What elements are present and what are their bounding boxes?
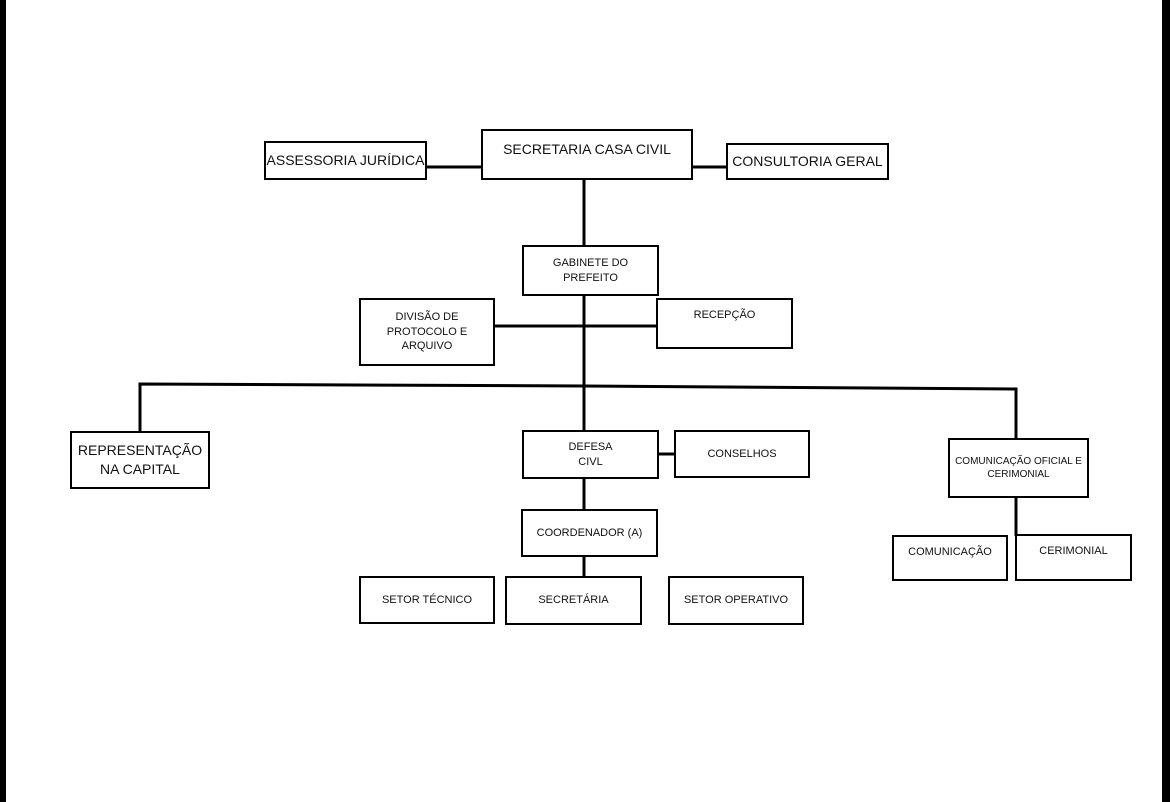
protocolo-box: DIVISÃO DE PROTOCOLO E ARQUIVO	[359, 298, 495, 366]
consultoria-geral-label: CONSULTORIA GERAL	[732, 153, 883, 170]
comunicacao-label: COMUNICAÇÃO	[908, 546, 992, 558]
consultoria-geral-box: CONSULTORIA GERAL	[726, 143, 889, 180]
defesa-civil-label: DEFESA CIVL	[568, 440, 613, 468]
secretaria-setor-label: SECRETÁRIA	[538, 594, 609, 607]
setor-tecnico-box: SETOR TÉCNICO	[359, 576, 495, 624]
cerimonial-label: CERIMONIAL	[1039, 545, 1108, 557]
protocolo-label: DIVISÃO DE PROTOCOLO E ARQUIVO	[386, 310, 468, 353]
representacao-box: REPRESENTAÇÃO NA CAPITAL	[70, 431, 210, 489]
setor-tecnico-label: SETOR TÉCNICO	[381, 593, 473, 606]
comunicacao-oficial-box: COMUNICAÇÃO OFICIAL E CERIMONIAL	[948, 438, 1089, 498]
conselhos-box: CONSELHOS	[674, 430, 810, 478]
comunicacao-box: COMUNICAÇÃO	[892, 535, 1008, 581]
gabinete-label: GABINETE DO PREFEITO	[552, 256, 629, 284]
secretaria-setor-box: SECRETÁRIA	[505, 576, 642, 625]
connector-horizontal-bus	[138, 382, 1018, 439]
assessoria-juridica-box: ASSESSORIA JURÍDICA	[264, 141, 427, 180]
representacao-label: REPRESENTAÇÃO NA CAPITAL	[77, 442, 203, 477]
setor-operativo-label: SETOR OPERATIVO	[683, 594, 789, 607]
cerimonial-box: CERIMONIAL	[1015, 534, 1132, 581]
org-chart: SECRETARIA CASA CIVIL ASSESSORIA JURÍDIC…	[6, 0, 1162, 802]
assessoria-juridica-label: ASSESSORIA JURÍDICA	[266, 152, 425, 169]
connector-lines	[138, 165, 1018, 577]
recepcao-box: RECEPÇÃO	[656, 298, 793, 349]
coordenador-label: COORDENADOR (A)	[536, 526, 643, 539]
recepcao-label: RECEPÇÃO	[693, 309, 756, 321]
conselhos-label: CONSELHOS	[707, 447, 777, 460]
comunicacao-oficial-label: COMUNICAÇÃO OFICIAL E CERIMONIAL	[955, 455, 1082, 481]
secretaria-casa-civil-label: SECRETARIA CASA CIVIL	[503, 141, 671, 157]
setor-operativo-box: SETOR OPERATIVO	[668, 576, 804, 625]
secretaria-casa-civil-box: SECRETARIA CASA CIVIL	[481, 129, 693, 180]
coordenador-box: COORDENADOR (A)	[521, 509, 658, 557]
defesa-civil-box: DEFESA CIVL	[522, 430, 659, 479]
gabinete-box: GABINETE DO PREFEITO	[522, 245, 659, 296]
